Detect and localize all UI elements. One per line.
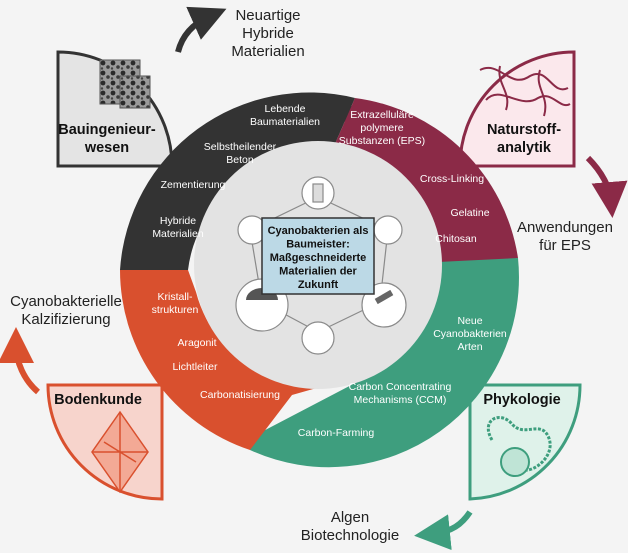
field-phykologie: Phykologie: [483, 392, 560, 408]
fan-bodenkunde: [46, 383, 164, 501]
crystal-icon: [91, 410, 149, 494]
fan-bauingenieurwesen: [56, 50, 174, 168]
polymer-network-icon: [479, 65, 571, 117]
segment-label-orange-1: Kristall-strukturen: [152, 291, 199, 316]
algae-filament-icon: [486, 415, 552, 477]
field-naturstoffanalytik: Naturstoff-analytik: [487, 122, 561, 156]
segment-teal: [250, 258, 519, 468]
segment-label-orange-3: Lichtleiter: [173, 361, 218, 373]
cell-icon: [301, 321, 335, 355]
arrow-left: [0, 327, 41, 395]
arrow-right: [585, 155, 628, 218]
arrow-top-left: [175, 6, 227, 53]
fan-phykologie: [468, 383, 582, 501]
segment-label-dark-3: Zementierung: [161, 179, 226, 191]
fan-naturstoffanalytik: [458, 50, 576, 168]
field-bodenkunde: Bodenkunde: [54, 392, 142, 408]
segment-maroon: [328, 98, 518, 270]
field-bauingenieurwesen: Bauingenieur-wesen: [58, 122, 156, 156]
segment-label-teal-3: Carbon-Farming: [298, 427, 375, 439]
segment-orange: [120, 270, 380, 450]
arrow-bottom: [414, 510, 473, 551]
segment-label-orange-4: Carbonatisierung: [200, 389, 280, 401]
seed-icon: [373, 215, 403, 245]
segment-label-maroon-2: Cross-Linking: [420, 173, 484, 185]
segment-label-maroon-4: Chitosan: [435, 233, 477, 245]
segment-label-maroon-3: Gelatine: [450, 207, 489, 219]
center-box: [261, 217, 375, 295]
segment-label-orange-2: Aragonit: [177, 337, 216, 349]
